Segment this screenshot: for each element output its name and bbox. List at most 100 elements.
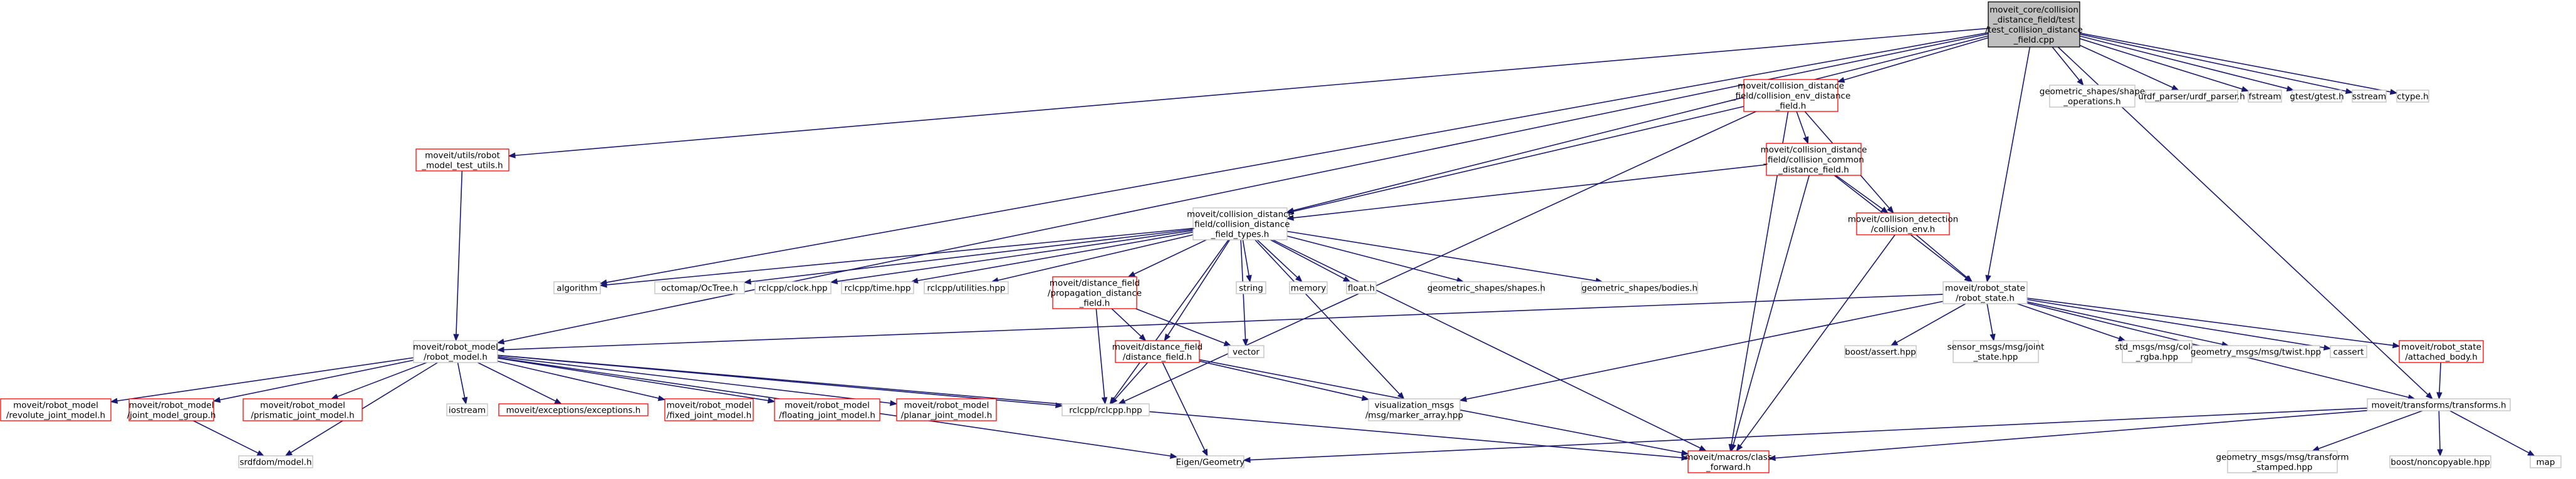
node-fstream: fstream xyxy=(2248,90,2282,103)
node-box xyxy=(1061,403,1150,416)
edge-arrowhead xyxy=(2312,445,2320,451)
node-label-line: /fixed_joint_model.h xyxy=(667,411,752,421)
node-box xyxy=(2191,345,2320,358)
node-box xyxy=(2389,455,2491,468)
edge-line xyxy=(998,234,1194,281)
node-noncopyable: boost/noncopyable.hpp xyxy=(2389,455,2491,468)
node-robot_state: moveit/robot_state/robot_state.h xyxy=(1942,281,2028,304)
node-transforms: moveit/transforms/transforms.h xyxy=(2367,398,2511,411)
node-label-line: map xyxy=(2537,458,2555,468)
node-label-line: moveit/exceptions/exceptions.h xyxy=(506,406,641,416)
node-box xyxy=(1953,340,2039,363)
node-box xyxy=(2330,345,2367,358)
edge-arrowhead xyxy=(1243,456,1251,463)
node-label-line: /distance_field.h xyxy=(1123,353,1192,363)
node-box xyxy=(446,403,488,416)
node-label-line: _field.h xyxy=(1079,299,1110,309)
node-robot_model_test_utils[interactable]: moveit/utils/robot_model_test_utils.h xyxy=(415,148,509,172)
node-label-line: _field.cpp xyxy=(2013,35,2055,45)
edge-arrowhead xyxy=(743,279,751,285)
edge-joint_model_group-to-srdf_model xyxy=(193,420,265,456)
node-label-line: /attached_body.h xyxy=(2405,353,2478,363)
node-revolute_joint_model[interactable]: moveit/robot_model/revolute_joint_model.… xyxy=(0,398,112,421)
edge-arrowhead xyxy=(508,152,516,158)
edge-distance_field-to-eigen_geometry xyxy=(1162,362,1208,457)
edge-collision_common_distance_field-to-collision_env xyxy=(1835,175,1889,214)
edge-line xyxy=(1286,235,1457,281)
edge-robot_model-to-floating_joint_model xyxy=(497,358,776,404)
node-urdf_parser: urdf_parser/urdf_parser.h xyxy=(2138,90,2245,103)
node-fixed_joint_model[interactable]: moveit/robot_model/fixed_joint_model.h xyxy=(664,398,754,421)
node-box xyxy=(2396,90,2429,103)
node-box xyxy=(1766,143,1862,176)
node-label-line: /revolute_joint_model.h xyxy=(6,411,105,421)
edge-line xyxy=(1135,308,1226,344)
edge-collision_distance_field_types-to-rclcpp_clock xyxy=(830,230,1194,285)
node-shapes: geometric_shapes/shapes.h xyxy=(1427,281,1545,294)
edge-collision_distance_field_types-to-rclcpp_utilities xyxy=(991,234,1194,284)
node-distance_field[interactable]: moveit/distance_field/distance_field.h xyxy=(1112,340,1202,363)
node-box xyxy=(841,281,914,294)
edge-propagation_distance_field-to-vector xyxy=(1135,308,1232,346)
edge-line xyxy=(1293,35,1989,211)
edge-arrowhead xyxy=(2077,78,2084,86)
edge-transforms-to-eigen_geometry xyxy=(1243,407,2368,463)
node-collision_distance_field_types: moveit/collision_distance_field/collisio… xyxy=(1187,207,1293,240)
edge-line xyxy=(1775,409,2368,459)
node-label-line: moveit/collision_distance xyxy=(1761,145,1867,155)
edge-line xyxy=(1199,360,1363,399)
node-box xyxy=(774,398,880,421)
node-label-line: ctype.h xyxy=(2397,92,2428,102)
edge-line xyxy=(606,227,1194,286)
edge-arrowhead xyxy=(284,450,293,456)
edge-arrowhead xyxy=(1768,455,1776,461)
node-joint_model_group[interactable]: moveit/robot_model/joint_model_group.h xyxy=(127,398,216,421)
node-exceptions[interactable]: moveit/exceptions/exceptions.h xyxy=(498,403,649,416)
edge-root-to-robot_state xyxy=(1985,46,2031,283)
node-label-line: _forward.h xyxy=(1706,463,1751,473)
node-class_forward[interactable]: moveit/macros/class_forward.h xyxy=(1685,450,1772,473)
node-label-line: urdf_parser/urdf_parser.h xyxy=(2138,92,2245,102)
node-attached_body[interactable]: moveit/robot_state/attached_body.h xyxy=(2399,340,2484,363)
node-eigen_geometry: Eigen/Geometry xyxy=(1176,455,1245,468)
edge-arrowhead xyxy=(330,393,339,399)
node-collision_env_distance_field[interactable]: moveit/collision_distance_field/collisio… xyxy=(1731,79,1851,112)
node-label-line: cassert xyxy=(2334,348,2364,358)
edge-arrowhead xyxy=(1837,77,1845,83)
edge-arrowhead xyxy=(599,282,607,288)
node-root[interactable]: moveit_core/collision_distance_field/tes… xyxy=(1985,1,2083,48)
node-prismatic_joint_model[interactable]: moveit/robot_model/prismatic_joint_model… xyxy=(242,398,363,421)
node-collision_common_distance_field[interactable]: moveit/collision_distance_field/collisio… xyxy=(1761,143,1867,176)
node-label-line: sensor_msgs/msg/joint xyxy=(1948,343,2045,353)
node-box xyxy=(2292,90,2342,103)
edge-robot_state-to-marker_array xyxy=(1459,301,1944,403)
edge-line xyxy=(1916,234,1968,279)
node-label-line: _state.hpp xyxy=(1973,353,2018,363)
edge-collision_distance_field_types-to-class_forward xyxy=(1272,239,1707,451)
edge-line xyxy=(2052,46,2080,81)
node-box xyxy=(1192,207,1288,240)
node-box xyxy=(2122,340,2193,363)
node-collision_env[interactable]: moveit/collision_detection/collision_env… xyxy=(1848,212,1958,235)
edge-line xyxy=(290,362,438,453)
edge-arrowhead xyxy=(1117,398,1126,404)
edge-collision_common_distance_field-to-collision_distance_field_types xyxy=(1286,164,1767,221)
edge-robot_model-to-planar_joint_model xyxy=(497,356,898,406)
edge-robot_state-to-joint_state xyxy=(1986,303,1996,342)
node-label-line: Eigen/Geometry xyxy=(1176,458,1245,468)
edge-arrowhead xyxy=(256,450,265,456)
node-label-line: moveit/robot_model xyxy=(13,401,98,411)
node-propagation_distance_field[interactable]: moveit/distance_field/propagation_distan… xyxy=(1048,276,1142,309)
edge-root-to-collision_env_distance_field xyxy=(1837,37,1989,83)
edge-line xyxy=(1134,239,1207,275)
node-floating_joint_model[interactable]: moveit/robot_model/floating_joint_model.… xyxy=(774,398,880,421)
edge-robot_model-to-revolute_joint_model xyxy=(110,357,414,404)
edge-collision_env_distance_field-to-collision_distance_field_types xyxy=(1286,106,1744,215)
edge-line xyxy=(1254,239,1400,395)
node-label-line: /msg/marker_array.hpp xyxy=(1365,411,1463,421)
edge-arrowhead xyxy=(1110,397,1118,405)
node-label-line: sstream xyxy=(2352,92,2386,102)
node-label-line: moveit/collision_distance xyxy=(1187,210,1293,220)
node-label-line: moveit/robot_model xyxy=(260,401,345,411)
node-planar_joint_model[interactable]: moveit/robot_model/planar_joint_model.h xyxy=(896,398,997,421)
